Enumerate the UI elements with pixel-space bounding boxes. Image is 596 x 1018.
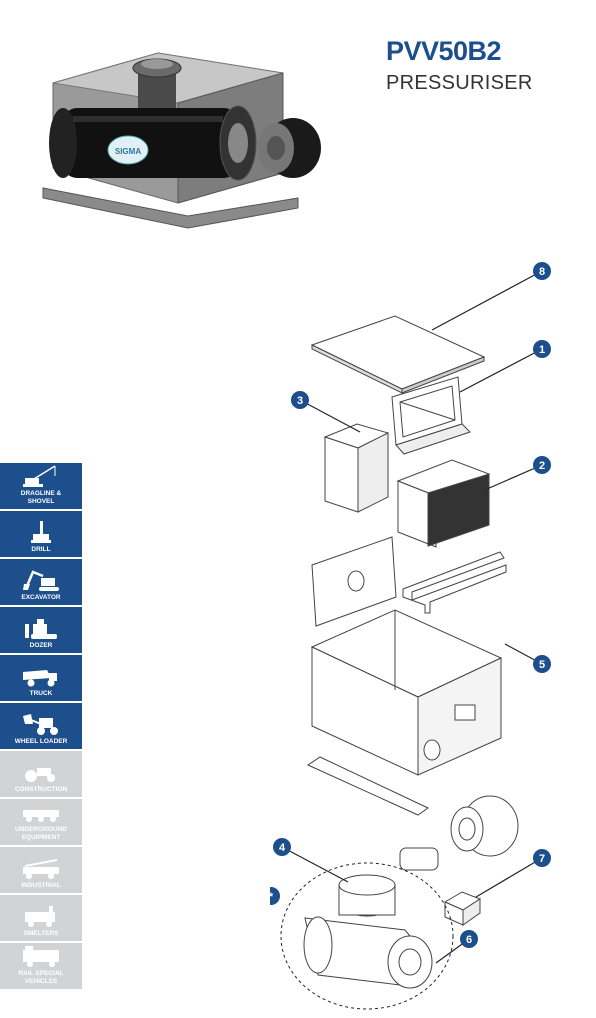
- callout-label: 5: [539, 659, 545, 671]
- callout-label: *: [270, 891, 274, 903]
- sidebar-item-excavator[interactable]: EXCAVATOR: [0, 559, 82, 605]
- sidebar-item-label: DOZER: [29, 641, 53, 649]
- sidebar-item-label: RAIL SPECIAL VEHICLES: [18, 970, 64, 985]
- product-subtitle: PRESSURISER: [386, 72, 533, 94]
- photo-logo: SIGMA: [115, 147, 141, 156]
- product-photo: SIGMA: [42, 52, 321, 229]
- dozer-icon: [25, 618, 57, 639]
- sidebar-item-label: EXCAVATOR: [21, 593, 61, 601]
- callout-label: 6: [466, 934, 472, 946]
- sidebar-item-label: DRAGLINE & SHOVEL: [20, 490, 62, 505]
- callout-label: 1: [539, 344, 545, 356]
- sidebar-item-label: WHEEL LOADER: [14, 737, 68, 745]
- sidebar-item-dozer[interactable]: DOZER: [0, 607, 82, 653]
- channel-part: [306, 756, 429, 816]
- frame-part: [311, 646, 419, 776]
- sidebar-item-industrial[interactable]: INDUSTRIAL: [0, 847, 82, 893]
- drill-icon: [31, 520, 51, 543]
- sidebar-item-drill[interactable]: DRILL: [0, 511, 82, 557]
- sidebar-item-label: TRUCK: [29, 689, 53, 697]
- smelter-icon: [25, 905, 55, 927]
- sidebar-item-construction[interactable]: CONSTRUCTION: [0, 751, 82, 797]
- callout-1: [533, 340, 551, 358]
- excavator-icon: [23, 569, 59, 591]
- sidebar-item-label: UNDERGROUND EQUIPMENT: [15, 826, 67, 841]
- sidebar-item-rail[interactable]: RAIL SPECIAL VEHICLES: [0, 943, 82, 989]
- product-title: PVV50B2: [386, 36, 502, 66]
- sidebar-item-label: DRILL: [31, 545, 51, 553]
- sidebar-item-dragline[interactable]: DRAGLINE & SHOVEL: [0, 463, 82, 509]
- sidebar-item-label: INDUSTRIAL: [21, 881, 61, 889]
- callout-label: 4: [279, 842, 286, 854]
- callout-asterisk: [270, 887, 280, 905]
- callout-2: [533, 456, 551, 474]
- callout-label: 2: [539, 460, 545, 472]
- callout-label: 7: [539, 853, 545, 865]
- application-sidebar: DRAGLINE & SHOVEL DRILL EXCAVATOR DOZER: [0, 463, 82, 991]
- sidebar-item-wheel-loader[interactable]: WHEEL LOADER: [0, 703, 82, 749]
- roller-icon: [25, 767, 55, 782]
- sidebar-item-label: CONSTRUCTION: [14, 785, 68, 793]
- callout-label: 3: [297, 395, 303, 407]
- callout-8: [533, 262, 551, 280]
- wheel-loader-icon: [23, 713, 58, 735]
- callout-4: [273, 838, 291, 856]
- rail-icon: [23, 946, 59, 967]
- callout-6: [460, 930, 478, 948]
- callout-label: 8: [539, 266, 545, 278]
- optional-group-outline: [280, 862, 454, 1010]
- dragline-icon: [23, 465, 56, 487]
- callout-5: [533, 655, 551, 673]
- sidebar-item-smelters[interactable]: SMELTERS: [0, 895, 82, 941]
- exploded-parts-diagram: 8 1 3 2 5 4 7 6 *: [270, 262, 551, 1010]
- sidebar-item-truck[interactable]: TRUCK: [0, 655, 82, 701]
- callout-3: [291, 391, 309, 409]
- crane-truck-icon: [23, 858, 59, 879]
- sidebar-item-underground[interactable]: UNDERGROUND EQUIPMENT: [0, 799, 82, 845]
- bracket-part: [402, 551, 507, 614]
- callout-7: [533, 849, 551, 867]
- sidebar-item-label: SMELTERS: [23, 929, 59, 937]
- underground-icon: [23, 810, 59, 822]
- truck-icon: [23, 669, 57, 686]
